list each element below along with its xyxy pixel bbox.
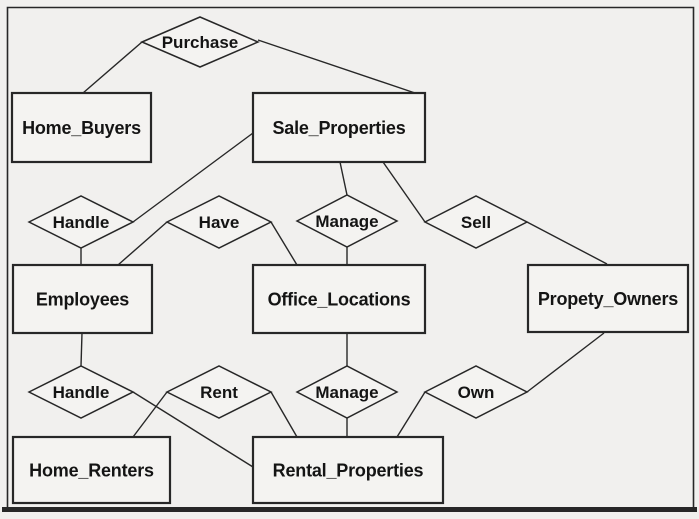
connection-purchase--sale-properties [257, 39, 416, 94]
connection-own--rental-properties [396, 391, 426, 438]
entity-office-locations: Office_Locations [251, 263, 427, 335]
entity-box-sale-properties [251, 91, 427, 164]
entity-label-home-buyers: Home_Buyers [22, 118, 141, 138]
relationship-manage-bottom: Manage [295, 365, 399, 419]
connection-own--propety-owners [526, 332, 605, 393]
entity-box-employees [11, 263, 154, 335]
entity-label-rental-properties: Rental_Properties [273, 460, 424, 480]
relationship-own: Own [423, 365, 529, 419]
relationship-label-have: Have [199, 213, 240, 232]
relationship-diamond-handle-top [27, 195, 135, 249]
relationship-diamond-own [423, 365, 529, 419]
relationship-manage-top: Manage [295, 194, 399, 248]
entity-label-employees: Employees [36, 289, 129, 309]
entity-rental-properties: Rental_Properties [251, 435, 445, 505]
entity-label-propety-owners: Propety_Owners [538, 289, 678, 309]
figure-border [6, 6, 695, 507]
relationship-label-handle-bottom: Handle [53, 383, 110, 402]
relationship-diamond-manage-top [295, 194, 399, 248]
entity-box-rental-properties [251, 435, 445, 505]
entity-propety-owners: Propety_Owners [526, 263, 690, 334]
relationship-label-own: Own [458, 383, 495, 402]
connection-sale-properties--handle-top [132, 132, 254, 223]
relationship-label-purchase: Purchase [162, 33, 239, 52]
relationship-diamond-purchase [140, 16, 260, 68]
relationship-label-handle-top: Handle [53, 213, 110, 232]
entity-box-office-locations [251, 263, 427, 335]
relationship-rent: Rent [165, 365, 273, 419]
connection-sale-properties--manage-top [339, 161, 348, 196]
connection-rent--rental-properties [270, 391, 298, 438]
relationship-purchase: Purchase [140, 16, 260, 68]
relationship-label-manage-top: Manage [315, 212, 378, 231]
relationship-have: Have [165, 195, 273, 249]
relationship-diamond-have [165, 195, 273, 249]
entity-box-propety-owners [526, 263, 690, 334]
connection-purchase--home-buyers [82, 41, 143, 94]
connection-handle-bottom--rental-properties [132, 391, 254, 468]
connection-sale-properties--sell [382, 161, 426, 223]
relationship-label-rent: Rent [200, 383, 238, 402]
connection-sell--propety-owners [526, 221, 608, 265]
relationship-diamond-sell [423, 195, 529, 249]
relationship-diamond-manage-bottom [295, 365, 399, 419]
entity-home-buyers: Home_Buyers [10, 91, 153, 164]
relationship-label-manage-bottom: Manage [315, 383, 378, 402]
connection-have--office-locations [270, 221, 298, 266]
entity-box-home-buyers [10, 91, 153, 164]
figure-bottom-rule [2, 507, 697, 512]
relationship-sell: Sell [423, 195, 529, 249]
connection-rent--home-renters [132, 391, 168, 438]
relationship-diamond-rent [165, 365, 273, 419]
relationship-handle-bottom: Handle [27, 365, 135, 419]
entity-employees: Employees [11, 263, 154, 335]
entity-sale-properties: Sale_Properties [251, 91, 427, 164]
relationship-label-sell: Sell [461, 213, 491, 232]
entity-home-renters: Home_Renters [11, 435, 172, 505]
connection-employees--handle-bottom [80, 332, 83, 367]
connection-have--employees [117, 221, 168, 266]
entity-label-office-locations: Office_Locations [268, 289, 411, 309]
entity-box-home-renters [11, 435, 172, 505]
relationship-diamond-handle-bottom [27, 365, 135, 419]
relationship-handle-top: Handle [27, 195, 135, 249]
entity-label-home-renters: Home_Renters [29, 460, 154, 480]
entity-label-sale-properties: Sale_Properties [272, 118, 405, 138]
